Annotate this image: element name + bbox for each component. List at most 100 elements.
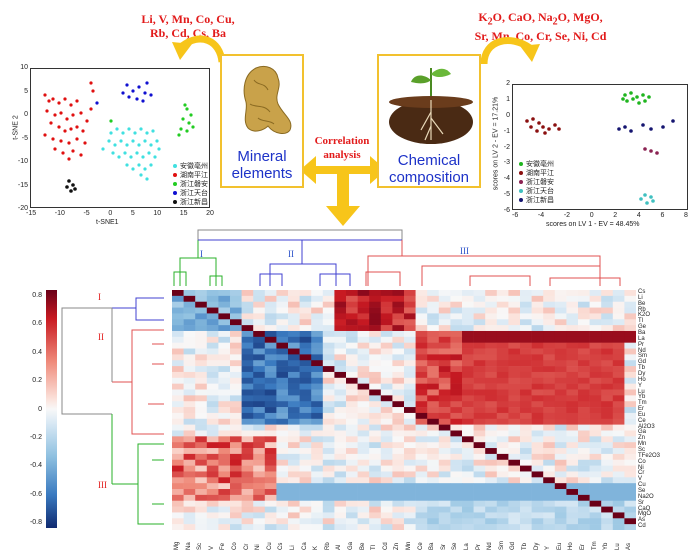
heatmap-cell — [485, 383, 498, 390]
heatmap-cell — [508, 448, 521, 455]
heatmap-cell — [496, 424, 509, 431]
heatmap-cell — [438, 313, 451, 320]
heatmap-cell — [566, 448, 579, 455]
heatmap-cell — [520, 500, 532, 507]
heatmap-cell — [415, 436, 428, 443]
heatmap-cell — [264, 518, 277, 525]
heatmap-cell — [531, 489, 544, 496]
heatmap-cell — [415, 424, 428, 431]
tsne-legend-item-2: 湖南平江 — [173, 170, 208, 179]
heatmap-cell — [195, 407, 208, 414]
heatmap-cell — [508, 512, 521, 519]
heatmap-cell — [172, 301, 184, 308]
heatmap-cell — [357, 506, 370, 513]
heatmap-cell — [485, 336, 498, 343]
heatmap-cell — [218, 325, 231, 332]
heatmap-cell — [311, 448, 324, 455]
heatmap-cell — [589, 459, 602, 466]
heatmap-cell — [496, 371, 509, 379]
heatmap-cell — [195, 325, 208, 332]
heatmap-cell — [369, 348, 382, 355]
heatmap-cell — [473, 348, 486, 355]
heatmap-col-label: Tm — [591, 541, 598, 550]
heatmap-cell — [253, 301, 266, 308]
heatmap-cell — [369, 465, 382, 472]
heatmap-cell — [311, 459, 324, 466]
heatmap-cell — [230, 489, 242, 496]
heatmap-cell — [404, 383, 416, 390]
curved-arrow-left-head — [172, 42, 192, 60]
heatmap-cell — [392, 418, 405, 425]
heatmap-cell — [508, 500, 521, 507]
heatmap-cell — [438, 418, 451, 425]
heatmap-cell — [531, 506, 544, 513]
heatmap-cell — [392, 401, 405, 408]
heatmap-cell — [485, 448, 498, 455]
heatmap-cell — [415, 371, 428, 379]
colorbar-tick: -0.8 — [29, 519, 42, 526]
heatmap-cell — [218, 436, 231, 443]
heatmap-cell — [485, 494, 498, 502]
heatmap-cell — [404, 301, 416, 308]
tsne-xtick: 5 — [130, 210, 135, 217]
tsne-points — [43, 81, 195, 193]
heatmap-cell — [520, 518, 532, 525]
heatmap-cell — [612, 377, 625, 384]
heatmap-cell — [404, 377, 416, 384]
heatmap-cell — [566, 483, 579, 490]
heatmap-cell — [624, 389, 636, 396]
heatmap-cell — [589, 290, 602, 297]
heatmap-col-label: Ga — [348, 541, 354, 550]
heatmap-cell — [427, 436, 440, 443]
heatmap-cell — [346, 377, 358, 384]
heatmap-cell — [299, 330, 312, 338]
heatmap-cell — [369, 442, 382, 449]
heatmap-cell — [473, 459, 486, 466]
heatmap-cell — [578, 465, 590, 472]
heatmap-cell — [438, 354, 451, 361]
top-dendrogram: I II III — [173, 229, 621, 286]
heatmap-cell — [195, 506, 208, 513]
heatmap-cell — [288, 442, 300, 449]
heatmap-cell — [543, 465, 556, 472]
heatmap-cell — [264, 453, 277, 461]
heatmap-cell — [172, 354, 184, 361]
heatmap-cell — [369, 477, 382, 484]
pls-xtick: 6 — [660, 212, 665, 219]
heatmap-cell — [357, 366, 370, 373]
heatmap-cell — [496, 430, 509, 437]
heatmap-cell — [578, 453, 590, 461]
heatmap-cell — [438, 319, 451, 326]
heatmap-cell — [288, 330, 300, 338]
pls-legend-item-5: 浙江新昌 — [519, 195, 554, 204]
heatmap-cell — [601, 348, 614, 355]
heatmap-cell — [311, 412, 324, 420]
heatmap-cell — [438, 500, 451, 507]
heatmap-cell — [253, 371, 266, 379]
heatmap-row-label: Cd — [638, 523, 646, 530]
heatmap-cell — [473, 307, 486, 314]
heatmap-col-label: Lu — [614, 543, 621, 550]
heatmap-cell — [589, 500, 602, 507]
heatmap-cell — [543, 395, 556, 402]
heatmap-cell — [357, 418, 370, 425]
heatmap-cell — [322, 313, 335, 320]
heatmap-cell — [195, 430, 208, 437]
heatmap-cell — [230, 518, 242, 525]
heatmap-cell — [195, 448, 208, 455]
heatmap-cell — [346, 301, 358, 308]
heatmap-row-label: Rb — [638, 306, 646, 313]
colorbar-tick: 0.4 — [32, 348, 42, 356]
heatmap-cell — [183, 389, 196, 396]
heatmap-cell — [543, 453, 556, 461]
heatmap-cell — [299, 494, 312, 502]
heatmap-cell — [578, 377, 590, 384]
heatmap-cell — [543, 407, 556, 414]
heatmap-cell — [288, 471, 300, 478]
heatmap-cell — [566, 342, 579, 349]
heatmap-col-label: Yb — [603, 542, 610, 550]
heatmap-cell — [183, 424, 196, 431]
heatmap-col-label: Cs — [278, 542, 285, 550]
heatmap-cell — [380, 295, 393, 302]
heatmap-cell — [276, 360, 289, 367]
